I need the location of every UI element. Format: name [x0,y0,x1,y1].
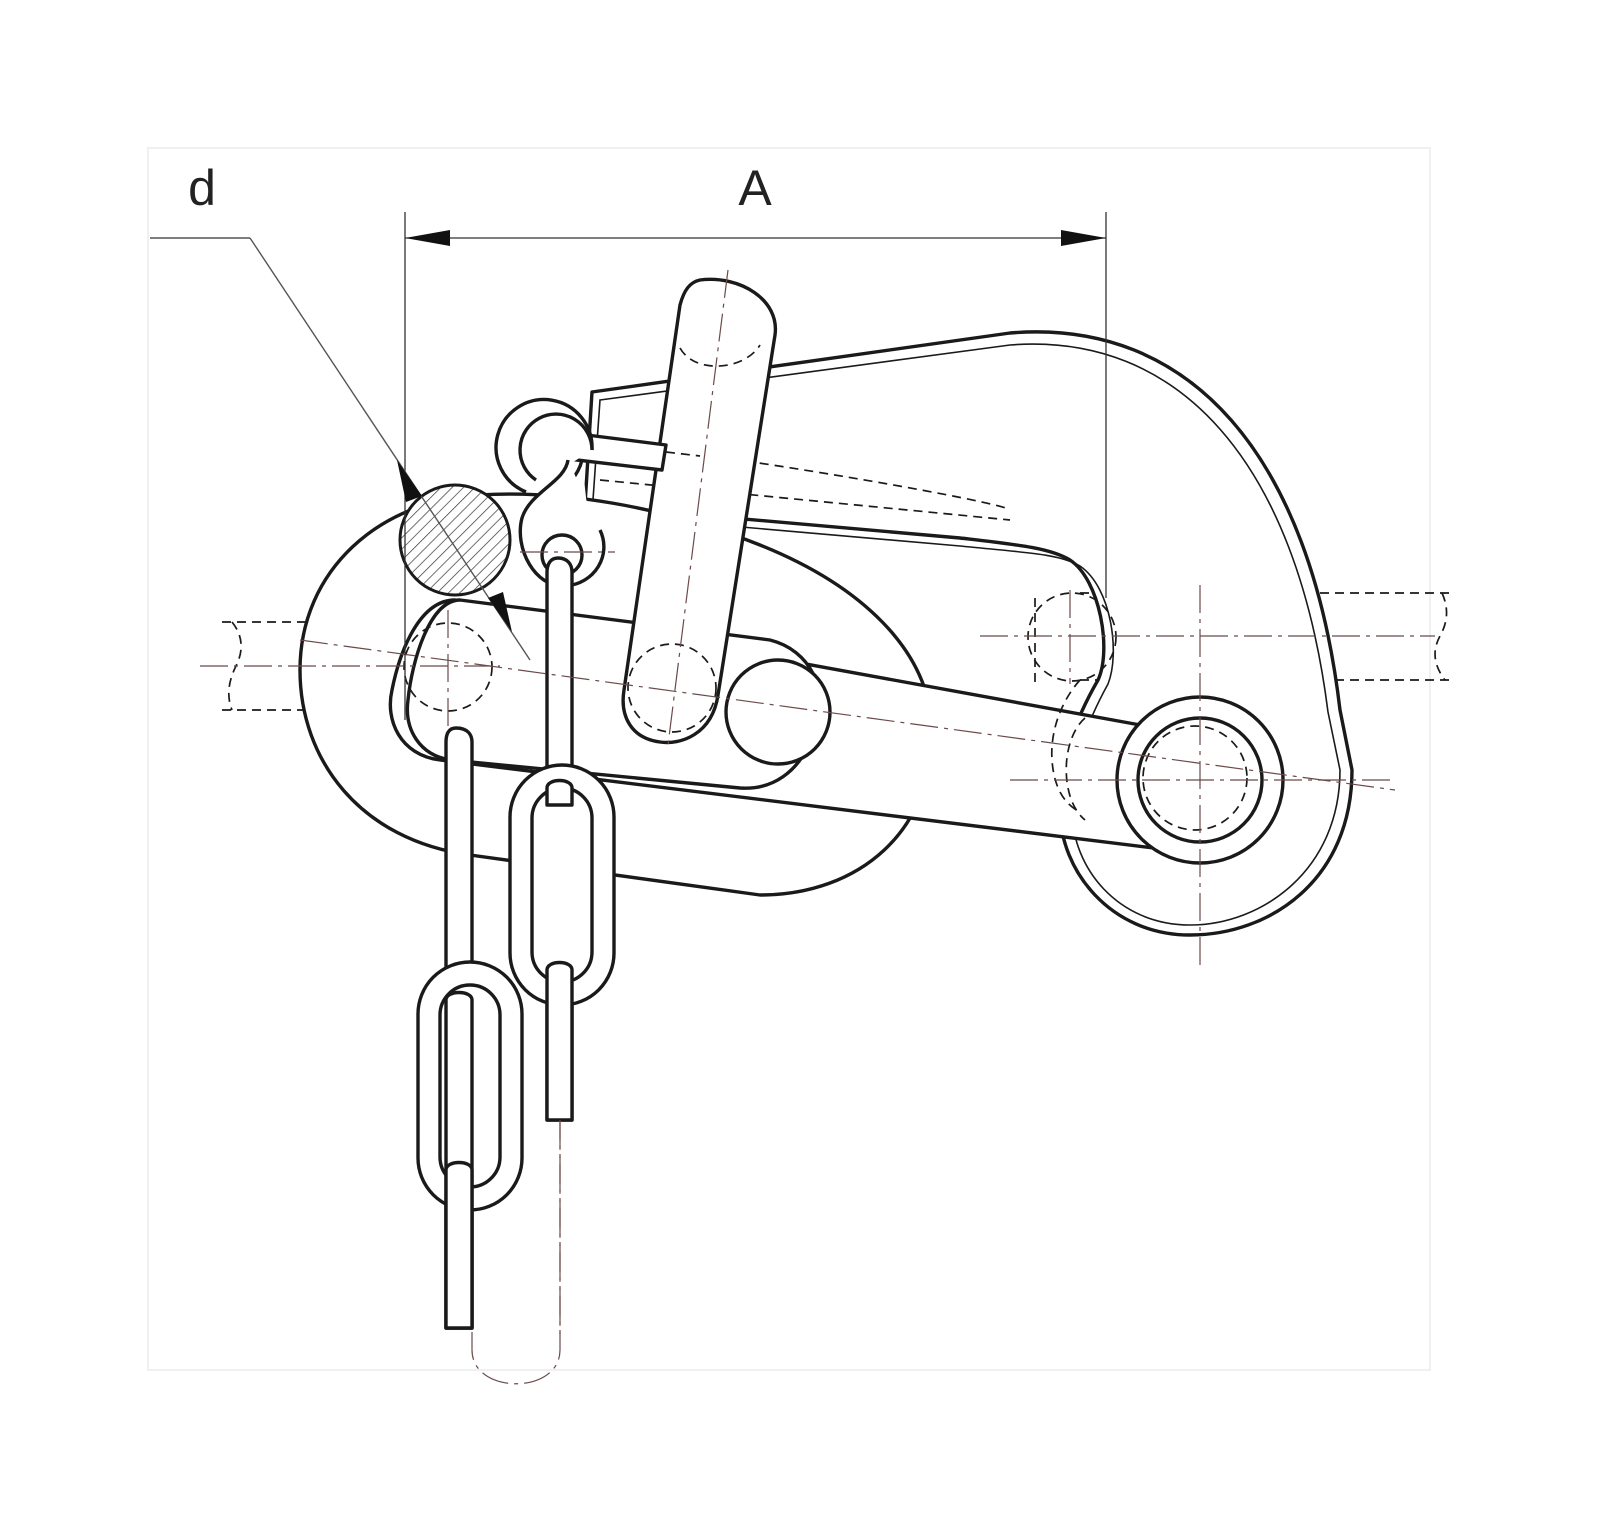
dimension-a [404,212,1107,720]
dimension-d-leader [150,237,531,661]
rod-section-d [398,483,512,597]
rod-pin-left [403,622,493,712]
s-hook [494,397,606,588]
slide-roller [724,658,832,766]
drawing-frame [147,147,1431,1371]
rod-pin-right [1027,592,1117,682]
chain-front [416,726,524,1330]
dimension-a-label: A [738,160,772,216]
dimension-d-label: d [188,160,216,216]
center-lines [200,551,1435,1340]
chain-back [508,556,616,1122]
chain-hidden-loop [471,1120,561,1385]
locking-lever [621,269,778,746]
